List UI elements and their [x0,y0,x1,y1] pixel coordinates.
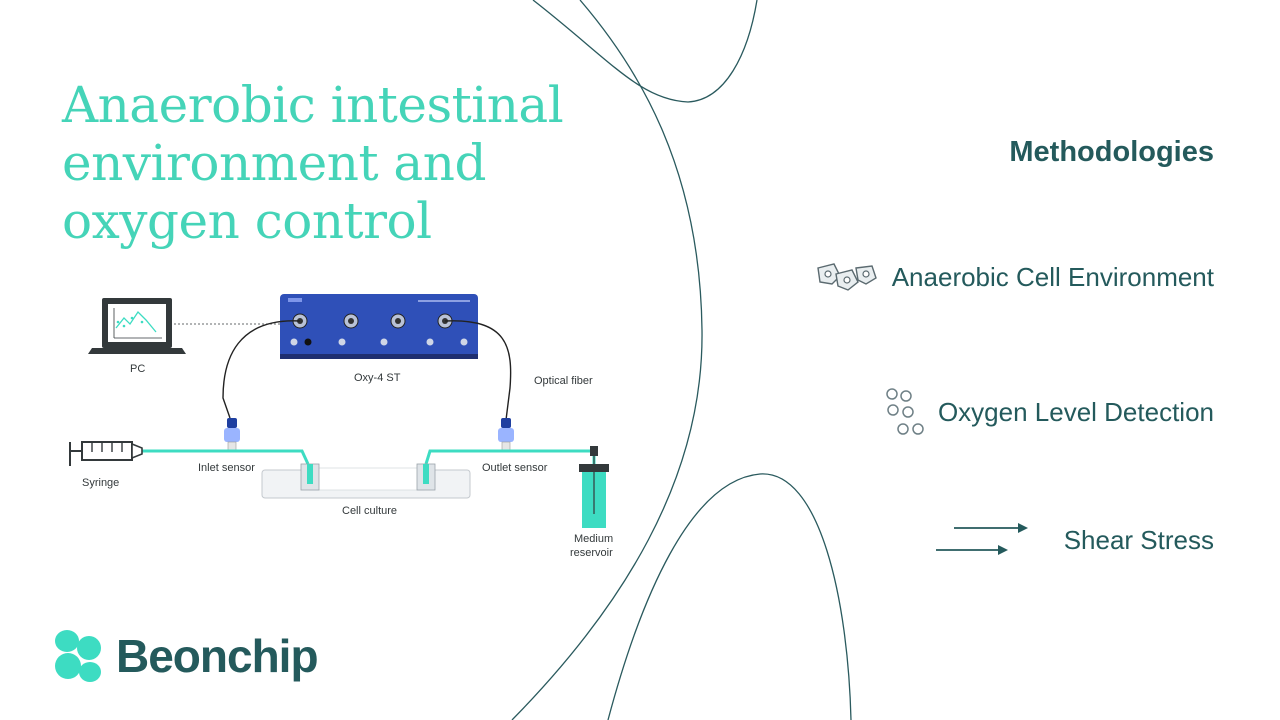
shear-arrows-icon [935,523,1028,555]
cell-culture-label: Cell culture [342,505,397,517]
beonchip-logo: Beonchip [52,628,319,684]
title-line: environment and [62,134,486,192]
medium-label: Medium [574,533,613,545]
inlet-sensor-label: Inlet sensor [198,462,255,474]
logo-text: Beonchip [116,630,319,682]
title-line: oxygen control [62,192,432,250]
method-label: Oxygen Level Detection [937,396,1214,427]
outlet-sensor-label: Outlet sensor [482,462,548,474]
reservoir-label: reservoir [570,547,613,559]
page-title: Anaerobic intestinal environment and oxy… [62,76,662,250]
syringe-label: Syringe [82,477,119,489]
oxygen-bubbles-icon [886,388,924,435]
oxy4-device [280,294,478,359]
pc-label: PC [130,363,145,375]
method-item-oxygen: Oxygen Level Detection [884,386,1214,438]
medium-reservoir-icon [579,446,609,528]
method-item-shear: Shear Stress [934,520,1214,560]
optical-fiber-label: Optical fiber [534,375,593,387]
beonchip-logo-icon [55,630,101,682]
method-label: Anaerobic Cell Environment [891,261,1214,292]
method-item-anaerobic: Anaerobic Cell Environment [814,258,1214,296]
device-label: Oxy-4 ST [354,372,401,384]
cells-icon [816,263,877,291]
outlet-sensor-icon [498,418,514,451]
setup-diagram: PC Oxy-4 ST Optical fiber [69,294,613,559]
methodologies-heading: Methodologies [1009,136,1214,168]
title-line: Anaerobic intestinal [62,76,564,134]
inlet-sensor-icon [224,418,240,451]
syringe-icon [69,441,143,466]
method-label: Shear Stress [1063,524,1214,555]
cell-culture-chip [261,463,471,499]
pc-laptop-icon [88,298,186,354]
